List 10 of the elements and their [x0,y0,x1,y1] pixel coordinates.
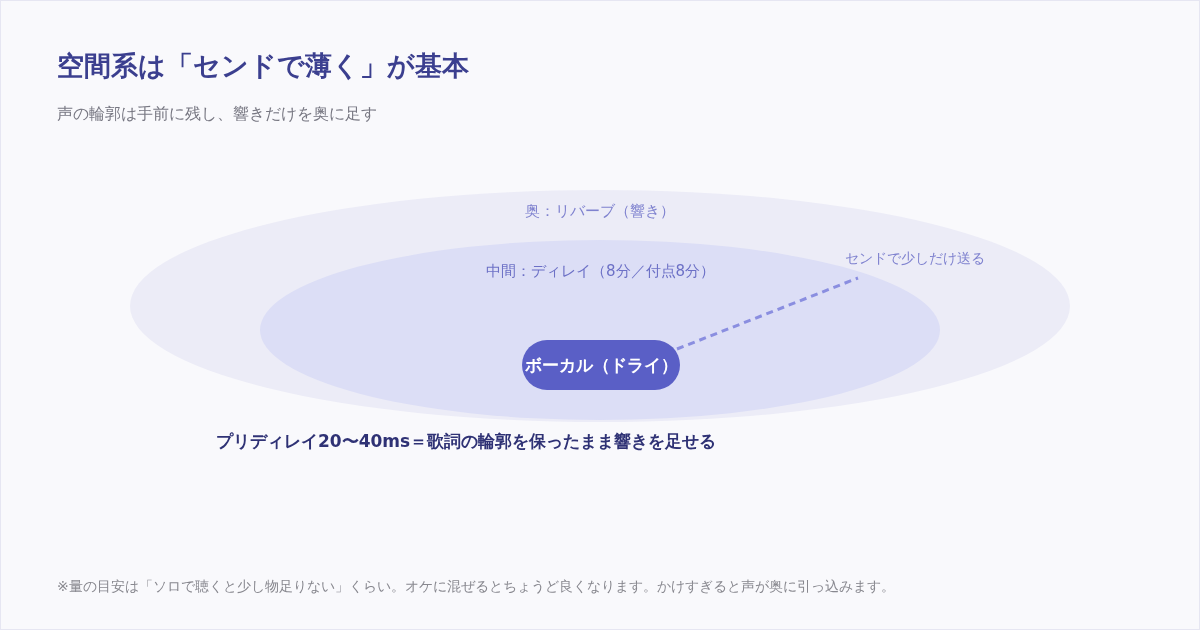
send-label: センドで少しだけ送る [845,247,1010,269]
note-text: プリディレイ20〜40ms＝歌詞の輪郭を保ったまま響きを足せる [216,430,717,453]
title: 空間系は「センドで薄く」が基本 [57,49,469,83]
zone-label: 中間：ディレイ（8分／付点8分） [486,262,716,281]
zone-label: 奥：リバーブ（響き） [525,202,675,221]
vocal-pill: ボーカル（ドライ） [522,340,680,390]
footnote: ※量の目安は「ソロで聴くと少し物足りない」くらい。オケに混ぜるとちょうど良くなります。かけすぎると声が奥に引っ込みます。 [57,578,895,596]
outer-ellipse [130,190,1070,422]
subtitle: 声の輪郭は手前に残し、響きだけを奥に足す [57,104,377,125]
dashed-line [676,276,859,351]
